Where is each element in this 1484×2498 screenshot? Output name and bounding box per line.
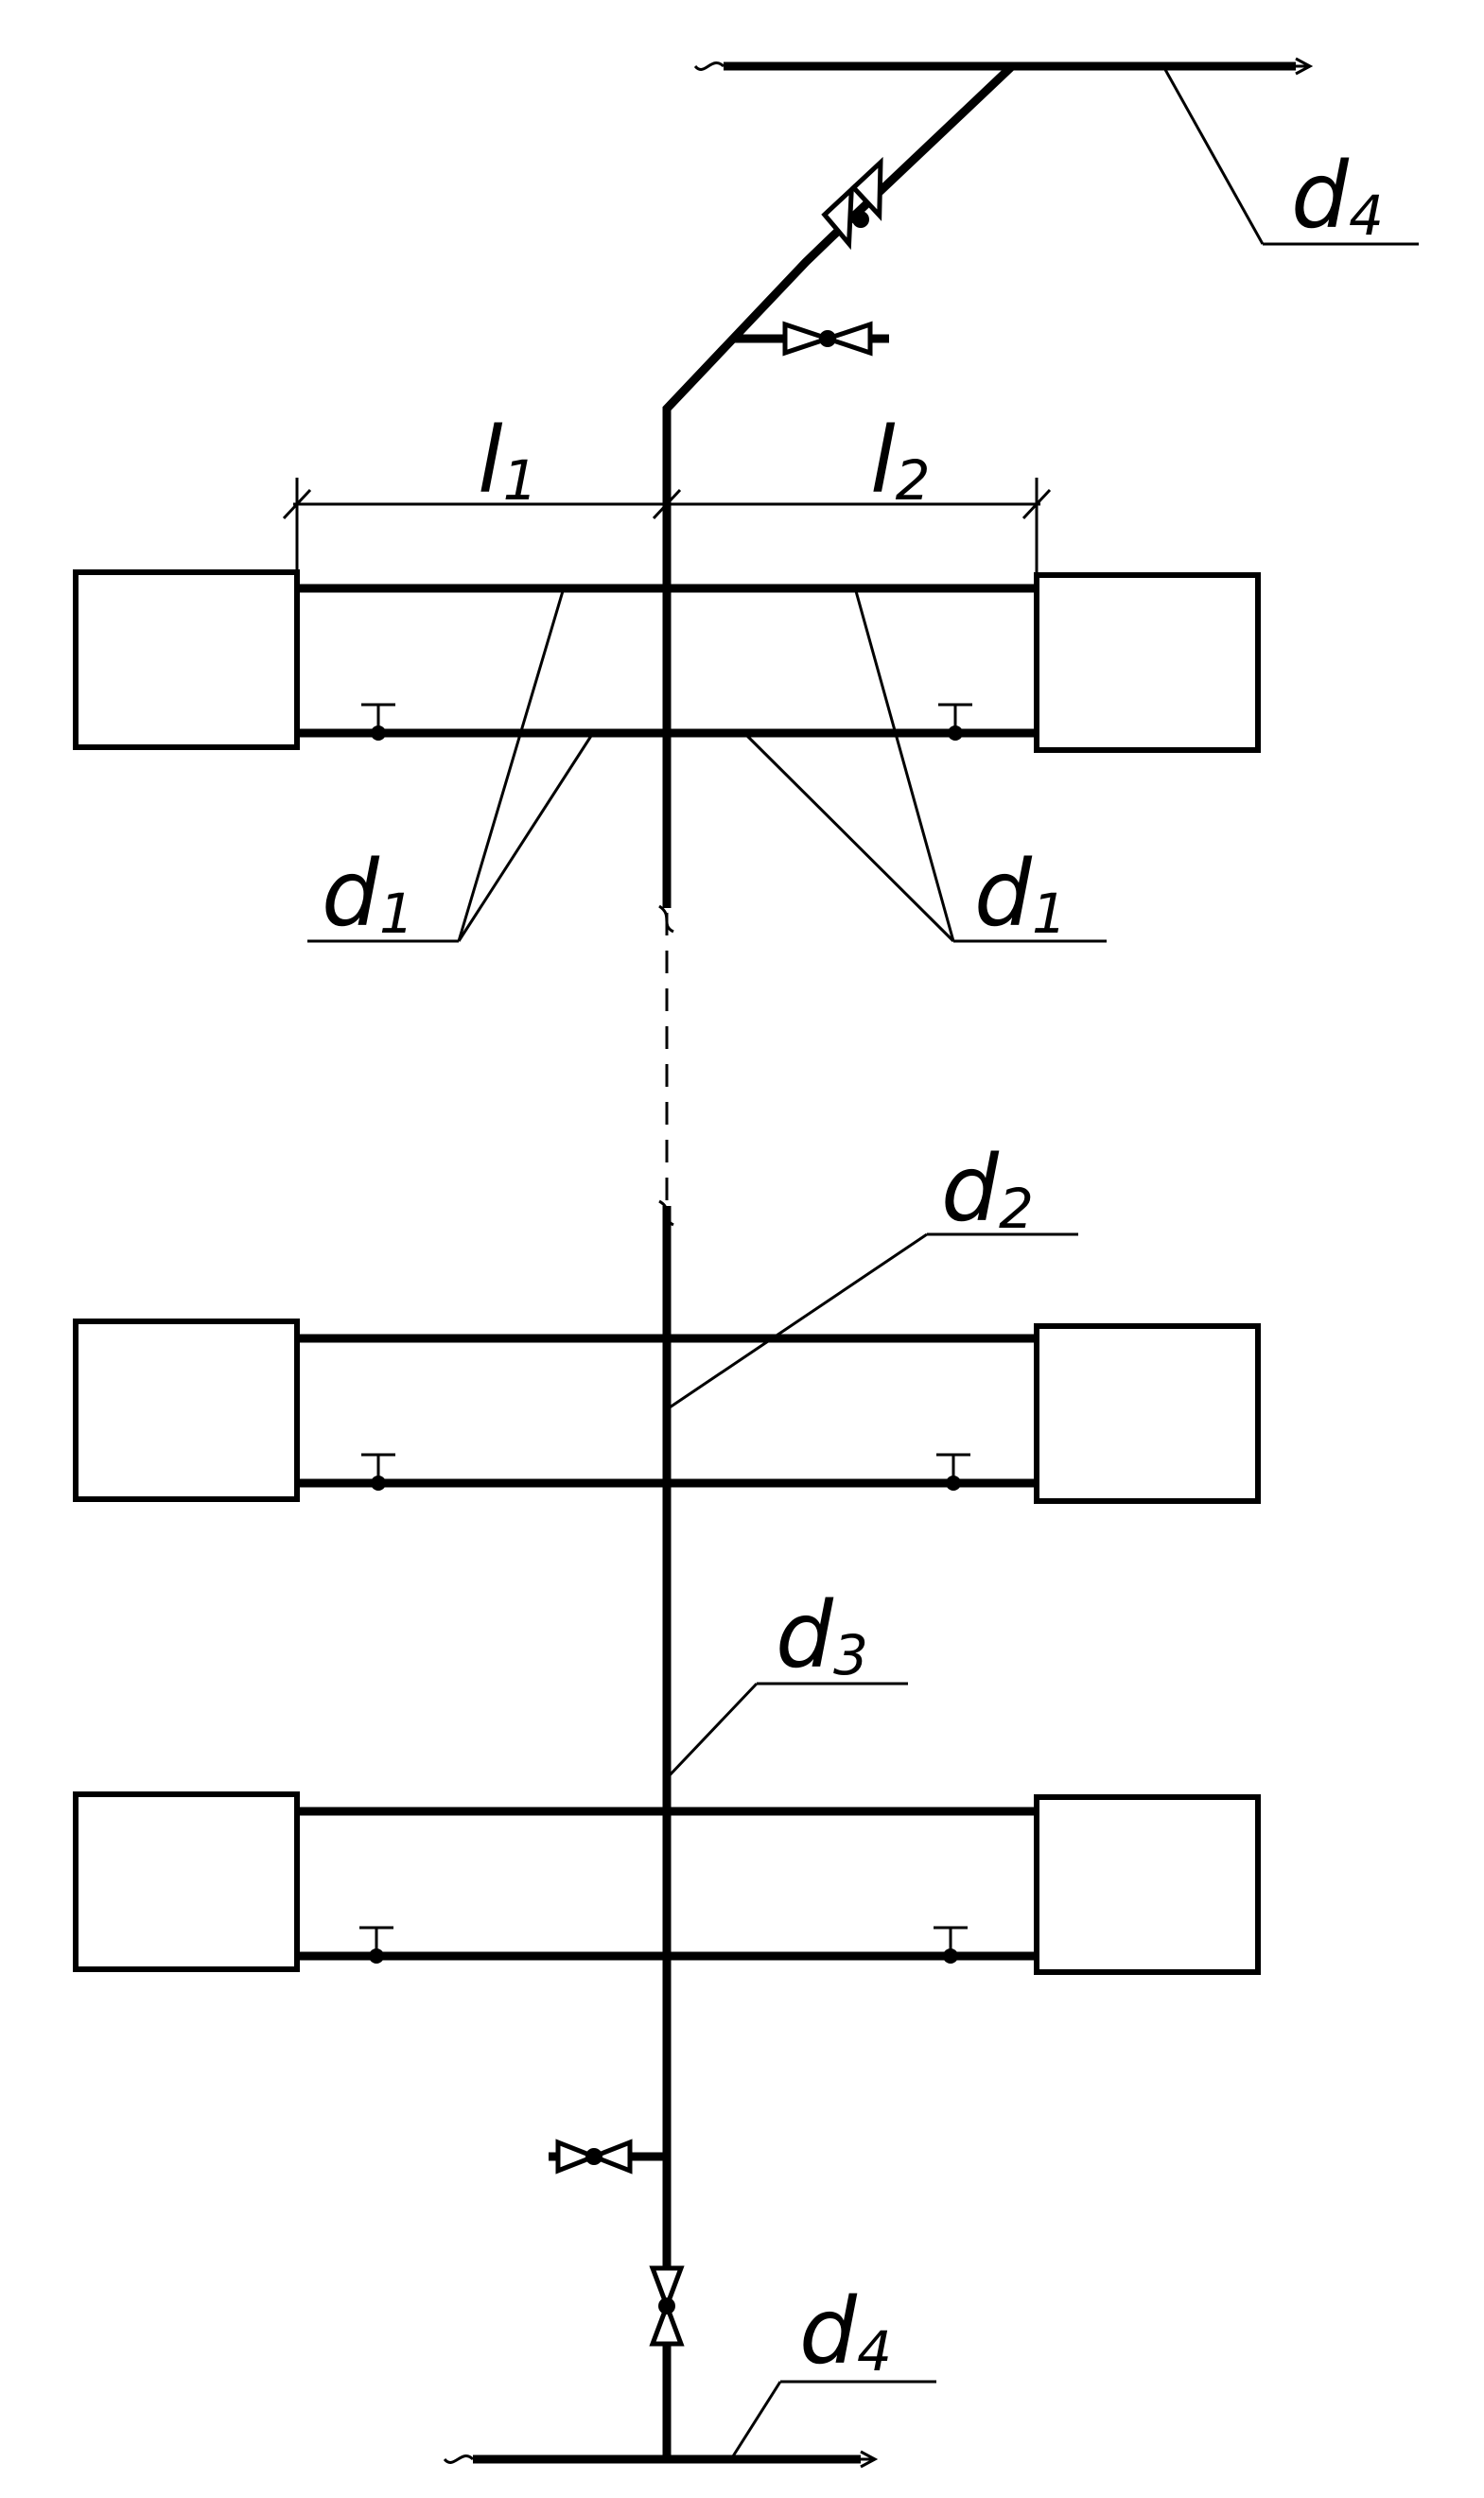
leader-d1-right	[745, 590, 1107, 943]
air-vent-icon	[361, 1453, 395, 1491]
air-vent-icon	[361, 703, 395, 741]
air-vent-icon	[938, 703, 972, 741]
label-d1-right: d1	[974, 841, 1067, 947]
radiator-right-1	[1034, 572, 1261, 753]
main-riser	[658, 409, 674, 2459]
radiator-row-1	[73, 569, 1261, 753]
radiator-row-2	[73, 1319, 1261, 1504]
label-d4-bottom: d4	[799, 2279, 892, 2384]
dimension-line	[282, 478, 1052, 577]
bottom-main-pipe	[443, 2380, 936, 2469]
radiator-right-2	[1034, 1323, 1261, 1504]
air-vent-icon	[934, 1926, 968, 1964]
leader-d2	[666, 1232, 1078, 1411]
label-l2: l2	[870, 408, 931, 514]
label-d4-top: d4	[1291, 143, 1384, 249]
radiator-left-2	[73, 1319, 300, 1502]
drain-valve-bottom	[549, 2139, 667, 2175]
gate-valve-diagonal	[821, 156, 883, 251]
air-vent-icon	[936, 1453, 970, 1491]
label-l1: l1	[478, 408, 538, 514]
label-d1-left: d1	[322, 841, 414, 947]
label-d2: d2	[941, 1136, 1034, 1242]
drain-valve-top	[733, 321, 889, 357]
label-d3: d3	[776, 1582, 868, 1688]
gate-valve-riser	[649, 2265, 685, 2347]
air-vent-icon	[359, 1926, 393, 1964]
radiator-row-3	[73, 1791, 1261, 1975]
radiator-right-3	[1034, 1794, 1261, 1975]
radiator-left-3	[73, 1791, 300, 1972]
riser-diagonal	[662, 62, 1016, 908]
leader-d4-top	[1161, 65, 1419, 246]
leader-d3	[665, 1682, 908, 1780]
leader-d1-left	[307, 590, 593, 943]
radiator-left-1	[73, 569, 300, 750]
